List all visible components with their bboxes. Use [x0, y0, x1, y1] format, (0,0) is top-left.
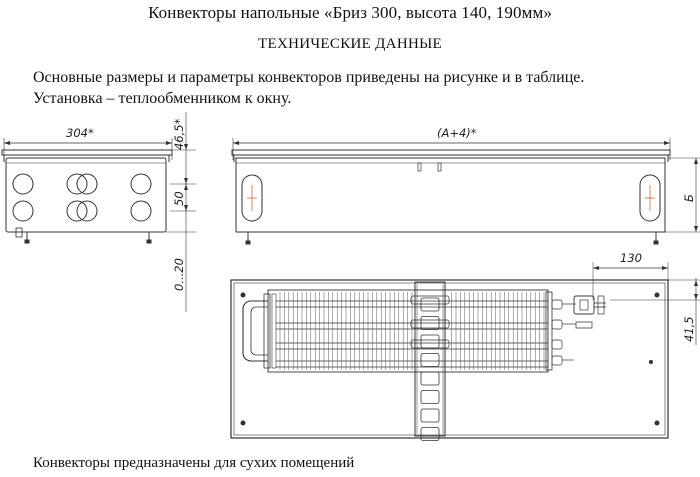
bar-cell — [420, 316, 440, 330]
page-title: Конвекторы напольные «Бриз 300, высота 1… — [148, 3, 552, 22]
dim-length: (A+4)* — [437, 126, 477, 140]
dim-pipe-spacing: 50 — [172, 191, 186, 206]
bar-cell — [420, 334, 440, 349]
bar-cell — [420, 427, 440, 441]
intro-line-1: Основные размеры и параметры конвекторов… — [33, 69, 585, 86]
page-subtitle: ТЕХНИЧЕСКИЕ ДАННЫЕ — [258, 36, 442, 52]
dim-height: Б — [682, 194, 696, 202]
front-view: (A+4)* Б — [231, 126, 700, 245]
bar-cell — [420, 371, 440, 386]
support-bar-cells — [420, 297, 440, 441]
dim-width: 304* — [66, 126, 94, 140]
footer-note: Конвекторы предназначены для сухих помещ… — [33, 455, 355, 471]
bar-cell — [420, 297, 440, 312]
intro-line-2: Установка – теплообменником к окну. — [33, 90, 292, 107]
dim-connection-offset: 130 — [620, 251, 642, 265]
valve-icon — [573, 295, 606, 329]
dim-frame-height: 46,5* — [172, 118, 186, 150]
dim-connection-depth: 41,5 — [682, 316, 696, 342]
intro-text: Основные размеры и параметры конвекторов… — [33, 67, 584, 109]
dim-feet-adjust: 0...20 — [172, 258, 186, 291]
bar-cell — [420, 353, 440, 367]
end-view: 304* 46,5* 50 0...20 — [1, 112, 196, 312]
top-view: 130 41,5 — [230, 251, 700, 441]
heat-exchanger-fins — [279, 292, 545, 370]
bar-cell — [420, 390, 440, 404]
bar-cell — [420, 408, 440, 423]
